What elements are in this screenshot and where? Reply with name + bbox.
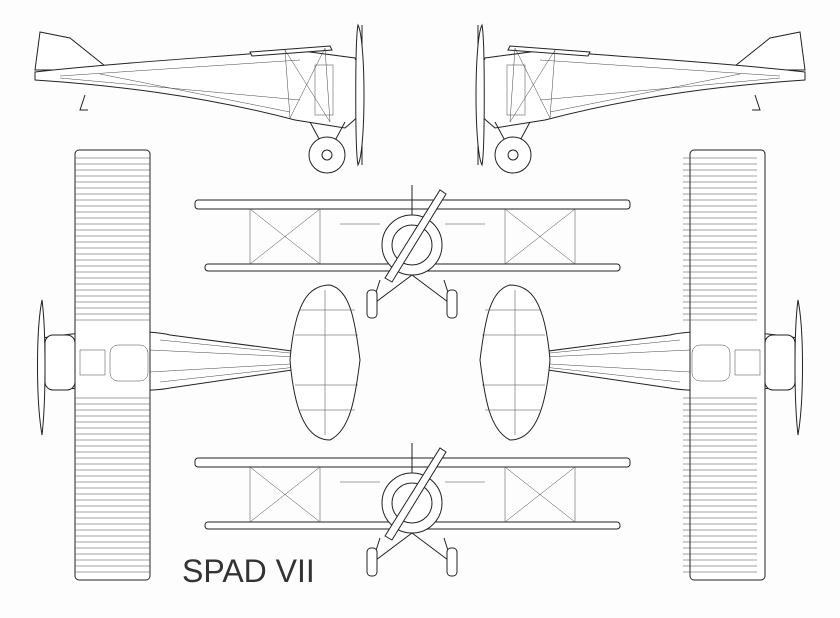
wing-ribs <box>75 157 757 573</box>
front-view <box>194 184 631 319</box>
bottom-view <box>479 149 803 581</box>
drawing-title: SPAD VII <box>182 553 315 589</box>
